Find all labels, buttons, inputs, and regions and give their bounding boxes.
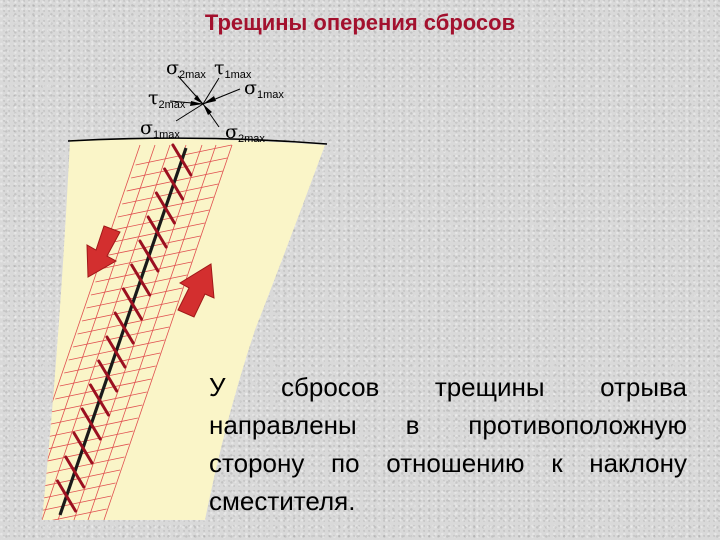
arrow-down-icon: [86, 225, 121, 278]
tension-crack: [154, 191, 176, 225]
ground-surface-line: [67, 137, 328, 145]
page-title: Трещины оперения сбросов: [204, 10, 516, 35]
tension-crack: [121, 287, 143, 321]
tension-crack: [113, 311, 135, 345]
sigma1-right-label: σ1max: [244, 77, 284, 101]
caption-text: У сбросов трещины отрыва направлены в пр…: [209, 372, 687, 516]
arrow-up-icon: [177, 263, 215, 318]
sigma2-top-label: σ2max: [166, 57, 206, 81]
tension-crack: [146, 215, 168, 249]
tension-crack: [72, 431, 94, 465]
tension-crack: [171, 143, 193, 177]
tension-crack: [64, 455, 86, 489]
tau1-top-label: τ1max: [214, 57, 252, 81]
grid-tick: [42, 508, 107, 520]
tension-crack: [80, 407, 102, 441]
tension-cracks: [56, 143, 193, 513]
tension-crack: [105, 335, 127, 369]
tension-crack: [130, 263, 152, 297]
tension-crack: [88, 383, 110, 417]
stress-rosette: [169, 75, 241, 128]
sigma1-left-label: σ1max: [140, 117, 180, 141]
tau2-left-label: τ2max: [148, 87, 186, 111]
tension-crack: [138, 239, 160, 273]
sigma2-bottom-label: σ2max: [225, 121, 265, 145]
tension-crack: [97, 359, 119, 393]
tension-crack: [163, 167, 185, 201]
tension-crack: [56, 479, 78, 513]
